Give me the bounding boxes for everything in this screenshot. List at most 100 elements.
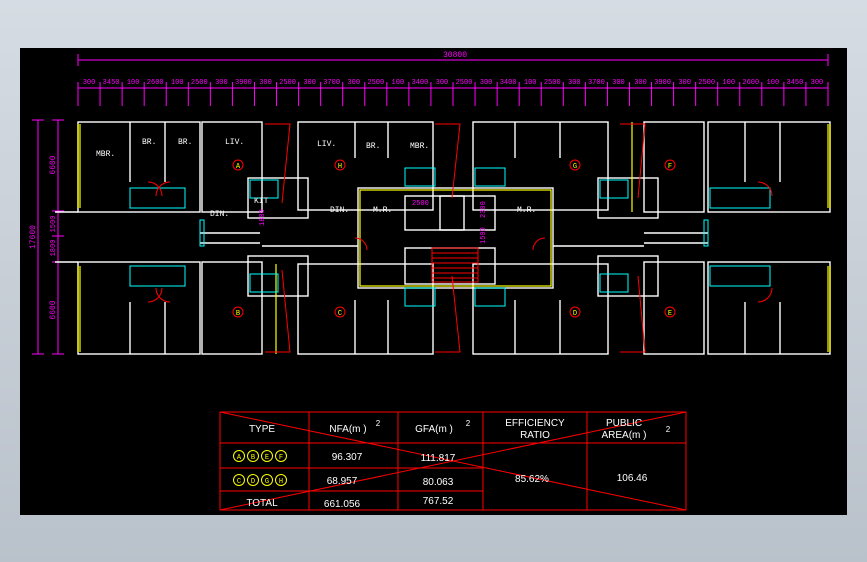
top-dimension-label: 3450 bbox=[103, 79, 120, 87]
type-mark-circle bbox=[233, 450, 245, 462]
total-label: TOTAL bbox=[246, 498, 278, 509]
floor-plan-drawing: 30800 300 3450 100 2600 100 2500 300 3900 300 250… bbox=[29, 51, 831, 511]
type-mark-label: C bbox=[237, 478, 241, 486]
doors bbox=[147, 123, 773, 353]
top-dimension-label: 300 bbox=[811, 79, 824, 87]
windows bbox=[77, 122, 831, 354]
top-dimension-label: 3700 bbox=[588, 79, 605, 87]
svg-text:C: C bbox=[338, 310, 342, 318]
type-mark-circle bbox=[275, 450, 287, 462]
top-dimension-label: 100 bbox=[392, 79, 405, 87]
type-mark-label: G bbox=[265, 478, 269, 486]
total-gfa: 767.52 bbox=[423, 496, 454, 507]
unit-mark-d: D bbox=[569, 306, 581, 318]
table-header-nfa: NFA(m ) bbox=[329, 424, 366, 435]
row1-nfa: 96.307 bbox=[332, 452, 363, 463]
unit-mark-h: H bbox=[334, 159, 346, 171]
type-mark-label: D bbox=[251, 478, 255, 486]
type-mark-label: A bbox=[237, 454, 242, 462]
left-dim-1800: 1800 bbox=[50, 240, 58, 257]
unit-mark-f: F bbox=[664, 159, 676, 171]
top-dimension-label: 2600 bbox=[147, 79, 164, 87]
cad-drawing-canvas[interactable]: 30800 300 3450 100 2600 100 2500 300 3900 300 250… bbox=[20, 48, 847, 515]
top-dimension-label: 2500 bbox=[456, 79, 473, 87]
room-label-liv: LIV. bbox=[225, 138, 244, 147]
total-nfa: 661.056 bbox=[324, 499, 361, 510]
bathroom-fixtures bbox=[129, 167, 771, 307]
top-dimension-label: 300 bbox=[347, 79, 360, 87]
top-dimension-label: 2500 bbox=[191, 79, 208, 87]
table-header-gfa-sup: 2 bbox=[466, 419, 471, 428]
svg-text:A: A bbox=[236, 163, 241, 171]
type-mark-circle bbox=[275, 474, 287, 486]
svg-text:H: H bbox=[338, 163, 342, 171]
top-dimension-chain: 300 3450 100 2600 100 2500 300 3900 300 2500 300 37… bbox=[77, 79, 829, 106]
top-dimension-label: 100 bbox=[171, 79, 184, 87]
top-dimension-label: 2500 bbox=[544, 79, 561, 87]
svg-text:E: E bbox=[668, 310, 672, 318]
room-label-kit: KIT bbox=[254, 197, 269, 206]
type-mark-label: E bbox=[265, 454, 269, 462]
row1-gfa: 111.817 bbox=[421, 453, 456, 464]
top-dimension-label: 2500 bbox=[698, 79, 715, 87]
top-dimension-label: 300 bbox=[568, 79, 581, 87]
row2-nfa: 68.957 bbox=[327, 476, 358, 487]
core-dimensions: 2500 2300 1500 1800 bbox=[259, 200, 488, 244]
core-dim-1500: 1500 bbox=[480, 227, 488, 244]
room-label-din: DIN. bbox=[210, 210, 229, 219]
row2-gfa: 80.063 bbox=[423, 477, 454, 488]
room-label-mbr: MBR. bbox=[410, 142, 429, 151]
overall-dimension bbox=[77, 54, 829, 66]
svg-text:F: F bbox=[668, 163, 672, 171]
table-header-nfa-sup: 2 bbox=[376, 419, 381, 428]
top-dimension-label: 300 bbox=[634, 79, 647, 87]
table-header-public-area: AREA(m ) bbox=[602, 430, 647, 441]
table-header-gfa: GFA(m ) bbox=[415, 424, 453, 435]
table-header-public: PUBLIC bbox=[606, 418, 642, 429]
type-mark-label: B bbox=[251, 454, 255, 462]
room-label-br: BR. bbox=[178, 138, 192, 147]
type-mark-label: H bbox=[279, 478, 283, 486]
top-dimension-label: 3900 bbox=[235, 79, 252, 87]
unit-mark-b: B bbox=[232, 306, 244, 318]
top-dimension-label: 300 bbox=[678, 79, 691, 87]
svg-text:G: G bbox=[573, 163, 577, 171]
top-dimension-label: 300 bbox=[259, 79, 272, 87]
top-dimension-label: 3400 bbox=[500, 79, 517, 87]
room-label-br: BR. bbox=[142, 138, 156, 147]
unit-mark-g: G bbox=[569, 159, 581, 171]
efficiency-value: 85.62% bbox=[515, 474, 549, 485]
top-dimension-label: 2600 bbox=[742, 79, 759, 87]
type-mark-circle bbox=[247, 450, 259, 462]
type-mark-circle bbox=[247, 474, 259, 486]
top-dimension-label: 3400 bbox=[412, 79, 429, 87]
top-dimension-label: 300 bbox=[480, 79, 493, 87]
type-mark-circle bbox=[233, 474, 245, 486]
core-dim-2300: 2300 bbox=[480, 201, 488, 218]
top-dimension-label: 3450 bbox=[787, 79, 804, 87]
core-dim-2500: 2500 bbox=[412, 200, 429, 208]
overall-dimension-text: 30800 bbox=[443, 51, 467, 60]
building-walls bbox=[55, 121, 831, 355]
table-header-type: TYPE bbox=[249, 424, 275, 435]
top-dimension-label: 300 bbox=[612, 79, 625, 87]
top-dimension-label: 300 bbox=[436, 79, 449, 87]
room-label-mr: M.R. bbox=[373, 206, 392, 215]
left-dim-1500: 1500 bbox=[50, 216, 58, 233]
table-header-efficiency: EFFICIENCY bbox=[505, 418, 565, 429]
unit-marks: A H G F B C D bbox=[232, 159, 676, 318]
top-dimension-label: 300 bbox=[83, 79, 96, 87]
top-dimension-label: 2500 bbox=[367, 79, 384, 87]
table-header-ratio: RATIO bbox=[520, 430, 550, 441]
top-dimension-label: 3900 bbox=[654, 79, 671, 87]
top-dimension-label: 100 bbox=[524, 79, 537, 87]
table-header-public-sup: 2 bbox=[666, 425, 671, 434]
svg-text:B: B bbox=[236, 310, 240, 318]
top-dimension-label: 100 bbox=[127, 79, 140, 87]
unit-mark-a: A bbox=[232, 159, 244, 171]
room-label-din: DIN. bbox=[330, 206, 349, 215]
top-dimension-label: 100 bbox=[722, 79, 735, 87]
room-label-mr: M.R. bbox=[517, 206, 536, 215]
room-labels: MBR. BR. BR. LIV. DIN. KIT LIV. BR. MBR.… bbox=[96, 138, 536, 219]
